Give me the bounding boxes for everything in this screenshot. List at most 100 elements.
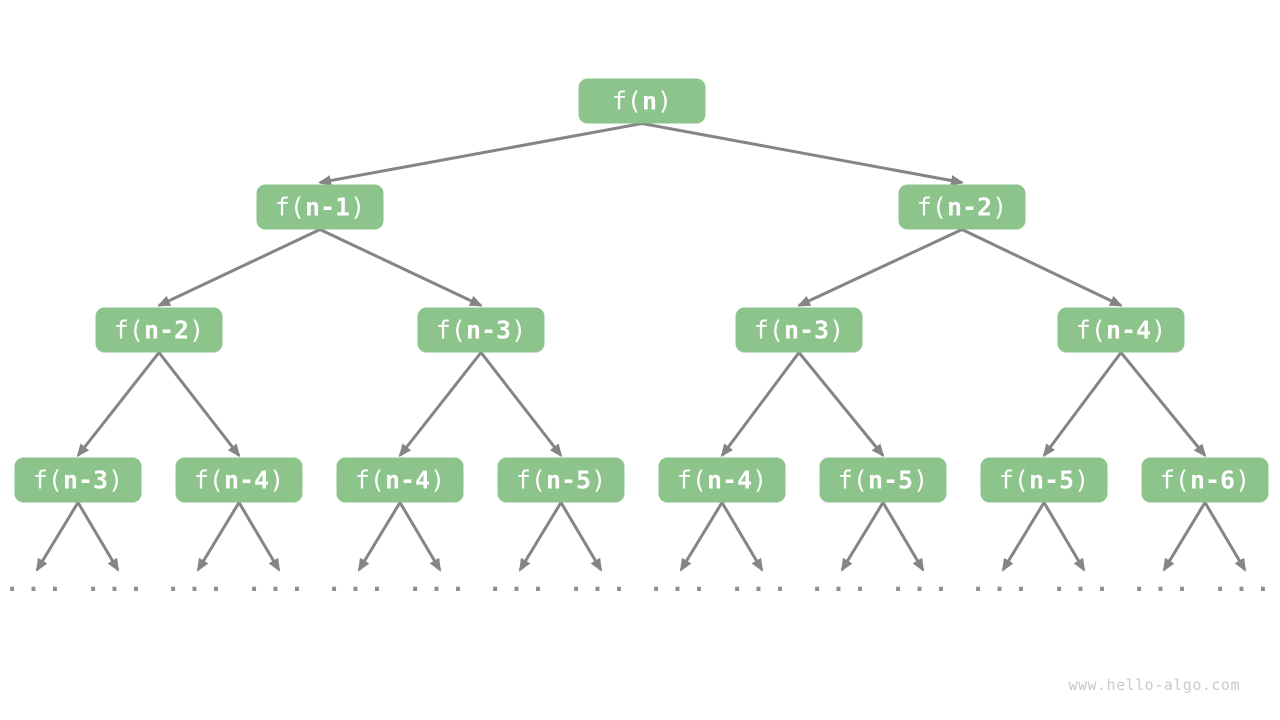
- node-label-argument: n-1: [304, 192, 351, 222]
- node-label-argument: n-4: [223, 465, 270, 495]
- tree-edge: [196, 501, 241, 572]
- node-label-prefix: f(: [676, 465, 707, 495]
- tree-edge: [1001, 501, 1046, 572]
- node-label-argument: n-3: [62, 465, 109, 495]
- node-label-suffix: ): [752, 465, 768, 495]
- ellipsis-leaf: ...: [1051, 569, 1117, 598]
- node-label-prefix: f(: [1075, 315, 1106, 345]
- tree-edge: [398, 351, 483, 458]
- ellipsis-leaf: ...: [326, 569, 392, 598]
- ellipsis-leaf: ...: [729, 569, 795, 598]
- node-label-argument: n-4: [706, 465, 753, 495]
- tree-edge: [720, 501, 764, 572]
- tree-edge: [1162, 501, 1207, 572]
- tree-edge: [76, 351, 161, 458]
- ellipsis-leaf: ...: [568, 569, 634, 598]
- tree-node: f(n-4): [1057, 307, 1185, 353]
- tree-edge: [881, 501, 925, 572]
- tree-edge: [961, 228, 1123, 307]
- tree-node: f(n): [578, 78, 706, 124]
- node-label-suffix: ): [829, 315, 845, 345]
- node-label-prefix: f(: [916, 192, 947, 222]
- ellipsis-leaf: ...: [407, 569, 473, 598]
- tree-edge: [318, 122, 643, 186]
- node-label-argument: n-3: [783, 315, 830, 345]
- node-label-prefix: f(: [32, 465, 63, 495]
- tree-edge: [840, 501, 885, 572]
- tree-edge: [157, 228, 321, 307]
- tree-edge: [720, 351, 801, 458]
- tree-edge: [797, 228, 963, 307]
- tree-edge: [35, 501, 80, 572]
- node-label-suffix: ): [350, 192, 366, 222]
- node-label-argument: n-5: [1028, 465, 1075, 495]
- tree-node: f(n-3): [14, 457, 142, 503]
- tree-edge: [1042, 351, 1123, 458]
- tree-edge: [157, 351, 241, 458]
- node-label-suffix: ): [657, 86, 673, 116]
- node-label-argument: n: [641, 86, 658, 116]
- tree-edge: [319, 228, 483, 307]
- ellipsis-leaf: ...: [1212, 569, 1278, 598]
- node-label-suffix: ): [430, 465, 446, 495]
- node-label-suffix: ): [189, 315, 205, 345]
- tree-node: f(n-5): [497, 457, 625, 503]
- tree-node: f(n-4): [175, 457, 303, 503]
- tree-edge: [1042, 501, 1086, 572]
- node-label-prefix: f(: [354, 465, 385, 495]
- node-label-prefix: f(: [515, 465, 546, 495]
- tree-edge: [797, 351, 885, 458]
- ellipsis-leaf: ...: [487, 569, 553, 598]
- node-label-suffix: ): [913, 465, 929, 495]
- tree-edge: [518, 501, 563, 572]
- ellipsis-leaf: ...: [970, 569, 1036, 598]
- watermark: www.hello-algo.com: [1068, 676, 1240, 694]
- tree-edge: [357, 501, 402, 572]
- node-label-prefix: f(: [193, 465, 224, 495]
- node-label-suffix: ): [1151, 315, 1167, 345]
- node-label-argument: n-4: [384, 465, 431, 495]
- node-label-argument: n-5: [545, 465, 592, 495]
- node-label-argument: n-4: [1105, 315, 1152, 345]
- ellipsis-leaf: ...: [4, 569, 70, 598]
- tree-node: f(n-1): [256, 184, 384, 230]
- tree-edge: [679, 501, 724, 572]
- node-label-prefix: f(: [611, 86, 642, 116]
- tree-node: f(n-4): [336, 457, 464, 503]
- ellipsis-leaf: ...: [1131, 569, 1197, 598]
- tree-edge: [237, 501, 281, 572]
- ellipsis-leaf: ...: [890, 569, 956, 598]
- node-label-suffix: ): [511, 315, 527, 345]
- tree-node: f(n-3): [735, 307, 863, 353]
- node-label-argument: n-6: [1189, 465, 1236, 495]
- node-label-suffix: ): [1074, 465, 1090, 495]
- node-label-prefix: f(: [113, 315, 144, 345]
- tree-node: f(n-5): [819, 457, 947, 503]
- node-label-suffix: ): [269, 465, 285, 495]
- tree-node: f(n-4): [658, 457, 786, 503]
- ellipsis-leaf: ...: [165, 569, 231, 598]
- node-label-prefix: f(: [435, 315, 466, 345]
- tree-node: f(n-6): [1141, 457, 1269, 503]
- node-label-prefix: f(: [274, 192, 305, 222]
- ellipsis-leaf: ...: [85, 569, 151, 598]
- ellipsis-leaf: ...: [246, 569, 312, 598]
- node-label-argument: n-2: [946, 192, 993, 222]
- tree-node: f(n-5): [980, 457, 1108, 503]
- node-label-argument: n-2: [143, 315, 190, 345]
- tree-edge: [398, 501, 442, 572]
- tree-edge: [641, 122, 964, 186]
- node-label-suffix: ): [992, 192, 1008, 222]
- node-label-prefix: f(: [1159, 465, 1190, 495]
- tree-edge: [1119, 351, 1207, 458]
- ellipsis-leaf: ...: [809, 569, 875, 598]
- node-label-argument: n-3: [465, 315, 512, 345]
- edge-group: [35, 122, 1247, 572]
- ellipsis-leaf: ...: [648, 569, 714, 598]
- node-label-suffix: ): [1235, 465, 1251, 495]
- node-label-prefix: f(: [998, 465, 1029, 495]
- node-label-argument: n-5: [867, 465, 914, 495]
- tree-node: f(n-2): [95, 307, 223, 353]
